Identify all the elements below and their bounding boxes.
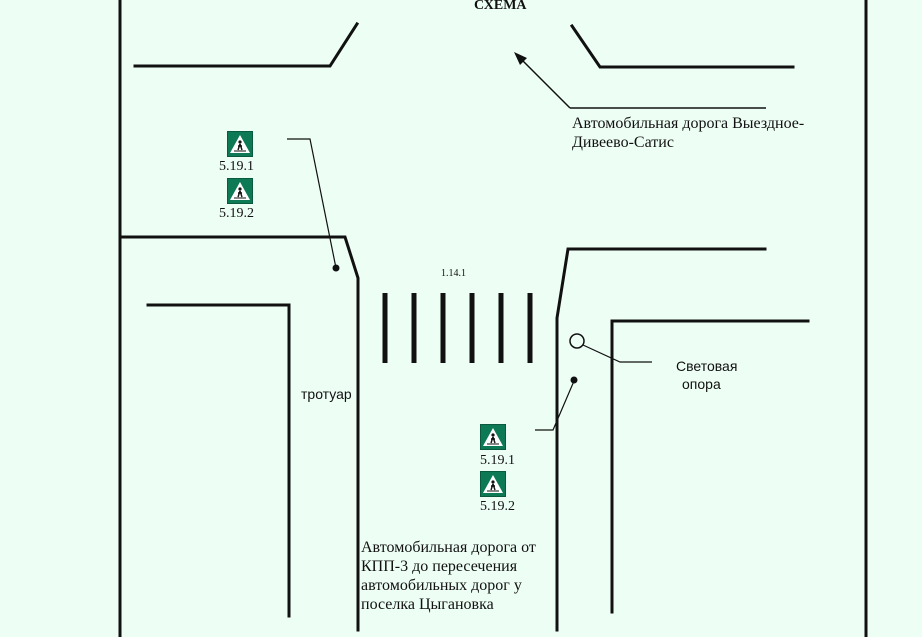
left-sign-2-code: 5.19.2 <box>219 206 254 221</box>
crosswalk-stripes <box>382 293 533 363</box>
left-curb <box>120 235 360 632</box>
scheme-title: СХЕМА <box>474 0 527 13</box>
light-pole-leader <box>582 344 652 363</box>
right-sign-leader <box>535 380 575 431</box>
top-road-left-edge <box>133 21 360 68</box>
bottom-road-label-line4: поселка Цыгановка <box>361 596 494 613</box>
road-arrow-icon <box>514 52 766 109</box>
crosswalk-marking-label: 1.14.1 <box>441 268 466 279</box>
pedestrian-crossing-sign-icon <box>480 471 506 497</box>
left-inner-block <box>146 303 291 618</box>
bottom-road-label-line3: автомобильных дорог у <box>361 577 522 594</box>
right-curb <box>555 247 767 632</box>
top-road-right-edge <box>569 23 795 69</box>
light-pole-icon <box>569 333 585 349</box>
right-inner-block <box>610 319 810 614</box>
right-sign-2-code: 5.19.2 <box>480 499 515 514</box>
right-sign-post-dot <box>570 376 578 384</box>
top-road-label-line1: Автомобильная дорога Выездное- <box>572 115 805 132</box>
left-sign-post-dot <box>332 264 340 272</box>
top-road-label-line2: Дивеево-Сатис <box>572 134 674 151</box>
pedestrian-crossing-sign-icon <box>227 178 253 204</box>
right-sign-1-code: 5.19.1 <box>480 453 515 468</box>
pedestrian-crossing-sign-icon <box>480 424 506 450</box>
light-pole-label-line2: опора <box>682 376 721 392</box>
left-sign-1-code: 5.19.1 <box>219 159 254 174</box>
bottom-road-label-line1: Автомобильная дорога от <box>361 539 536 556</box>
light-pole-label-line1: Световая <box>676 358 738 374</box>
bottom-road-label-line2: КПП-3 до пересечения <box>361 558 518 575</box>
pedestrian-crossing-sign-icon <box>227 131 253 157</box>
left-sign-leader <box>287 138 337 269</box>
sidewalk-label: тротуар <box>301 386 352 402</box>
